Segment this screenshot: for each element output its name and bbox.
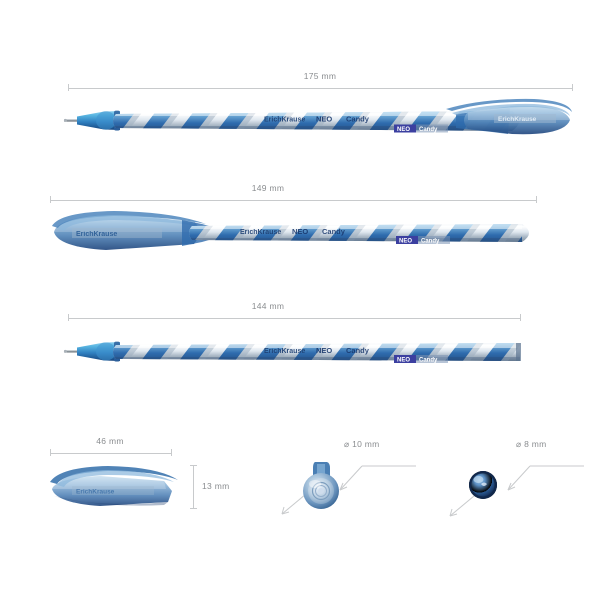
cap-brand-text-2: ErichKrause [76,231,117,238]
cap-clip-1 [446,98,572,112]
dimension-tick-left-175 [68,84,69,91]
leader-line-8 [507,465,584,491]
barrel-end-view [464,466,504,506]
barrel-series-text-1: NEO [316,115,332,124]
barrel-label-block-2: NEO Candy [396,236,450,244]
badge-candy-1: Candy [419,127,438,133]
cap-clip-2 [52,211,206,228]
barrel-model-text-3: Candy [346,346,370,355]
barrel-series-text-2: NEO [292,227,308,236]
badge-candy-2: Candy [421,238,440,244]
pen-capped-closed: ErichKrause [44,208,544,260]
leader-line-10 [339,465,416,491]
cap-clip-detail [50,466,178,484]
badge-neo-1: NEO [397,127,410,133]
dimension-tick-left-149 [50,196,51,203]
badge-neo-2: NEO [399,238,412,244]
badge-candy-3: Candy [419,357,438,363]
dimension-label-175: 175 mm [303,71,337,81]
cap-brand-text-1: ErichKrause [498,116,537,123]
dimension-label-8: ⌀ 8 mm [516,439,547,449]
cap-detail-view: ErichKrause [42,458,182,514]
leader-line-8-lower [449,495,475,517]
barrel-brand-text-3: ErichKrause [264,348,305,355]
dimension-line-46 [50,453,172,454]
dimension-label-46: 46 mm [96,436,124,446]
badge-neo-3: NEO [397,357,410,363]
dimension-tick-left-46 [50,449,51,456]
dimension-line-149 [50,200,537,201]
barrel-series-text-3: NEO [316,346,332,355]
dimension-tick-bottom-13 [190,508,197,509]
barrel-stripes-2 [189,224,522,242]
cap-brand-text-detail: ErichKrause [76,489,115,496]
dimension-label-13: 13 mm [202,481,230,491]
pen-capped-posted: ErichKrause NEO Candy NEO Candy ErichKra… [63,96,576,146]
dimension-label-10: ⌀ 10 mm [344,439,380,449]
cap-body-detail [52,476,172,506]
pen-tip-1 [63,118,79,122]
dimension-tick-right-46 [171,449,172,456]
barrel-label-block-1: NEO Candy [394,124,448,133]
barrel-label-block-3: NEO Candy [394,355,448,363]
dimension-tick-right-149 [536,196,537,203]
barrel-brand-text-2: ErichKrause [240,229,281,236]
cap-end-view [296,458,348,512]
pen-tip-3 [63,349,79,353]
leader-line-10-lower [281,493,307,515]
dimension-tick-right-144 [520,314,521,321]
dimension-tick-top-13 [190,465,197,466]
dimension-label-144: 144 mm [251,301,285,311]
dimension-tick-right-175 [572,84,573,91]
cap-posted-1: ErichKrause [446,98,572,135]
barrel-model-text-1: Candy [346,115,370,124]
dimension-line-175 [68,88,573,89]
pen-barrel-only: ErichKrause NEO Candy NEO Candy [63,330,534,374]
dimension-line-13 [193,465,194,509]
dimension-label-149: 149 mm [251,183,285,193]
dimension-line-144 [68,318,521,319]
barrel-model-text-2: Candy [322,227,346,236]
barrel-brand-text-1: ErichKrause [264,117,305,124]
dimension-tick-left-144 [68,314,69,321]
